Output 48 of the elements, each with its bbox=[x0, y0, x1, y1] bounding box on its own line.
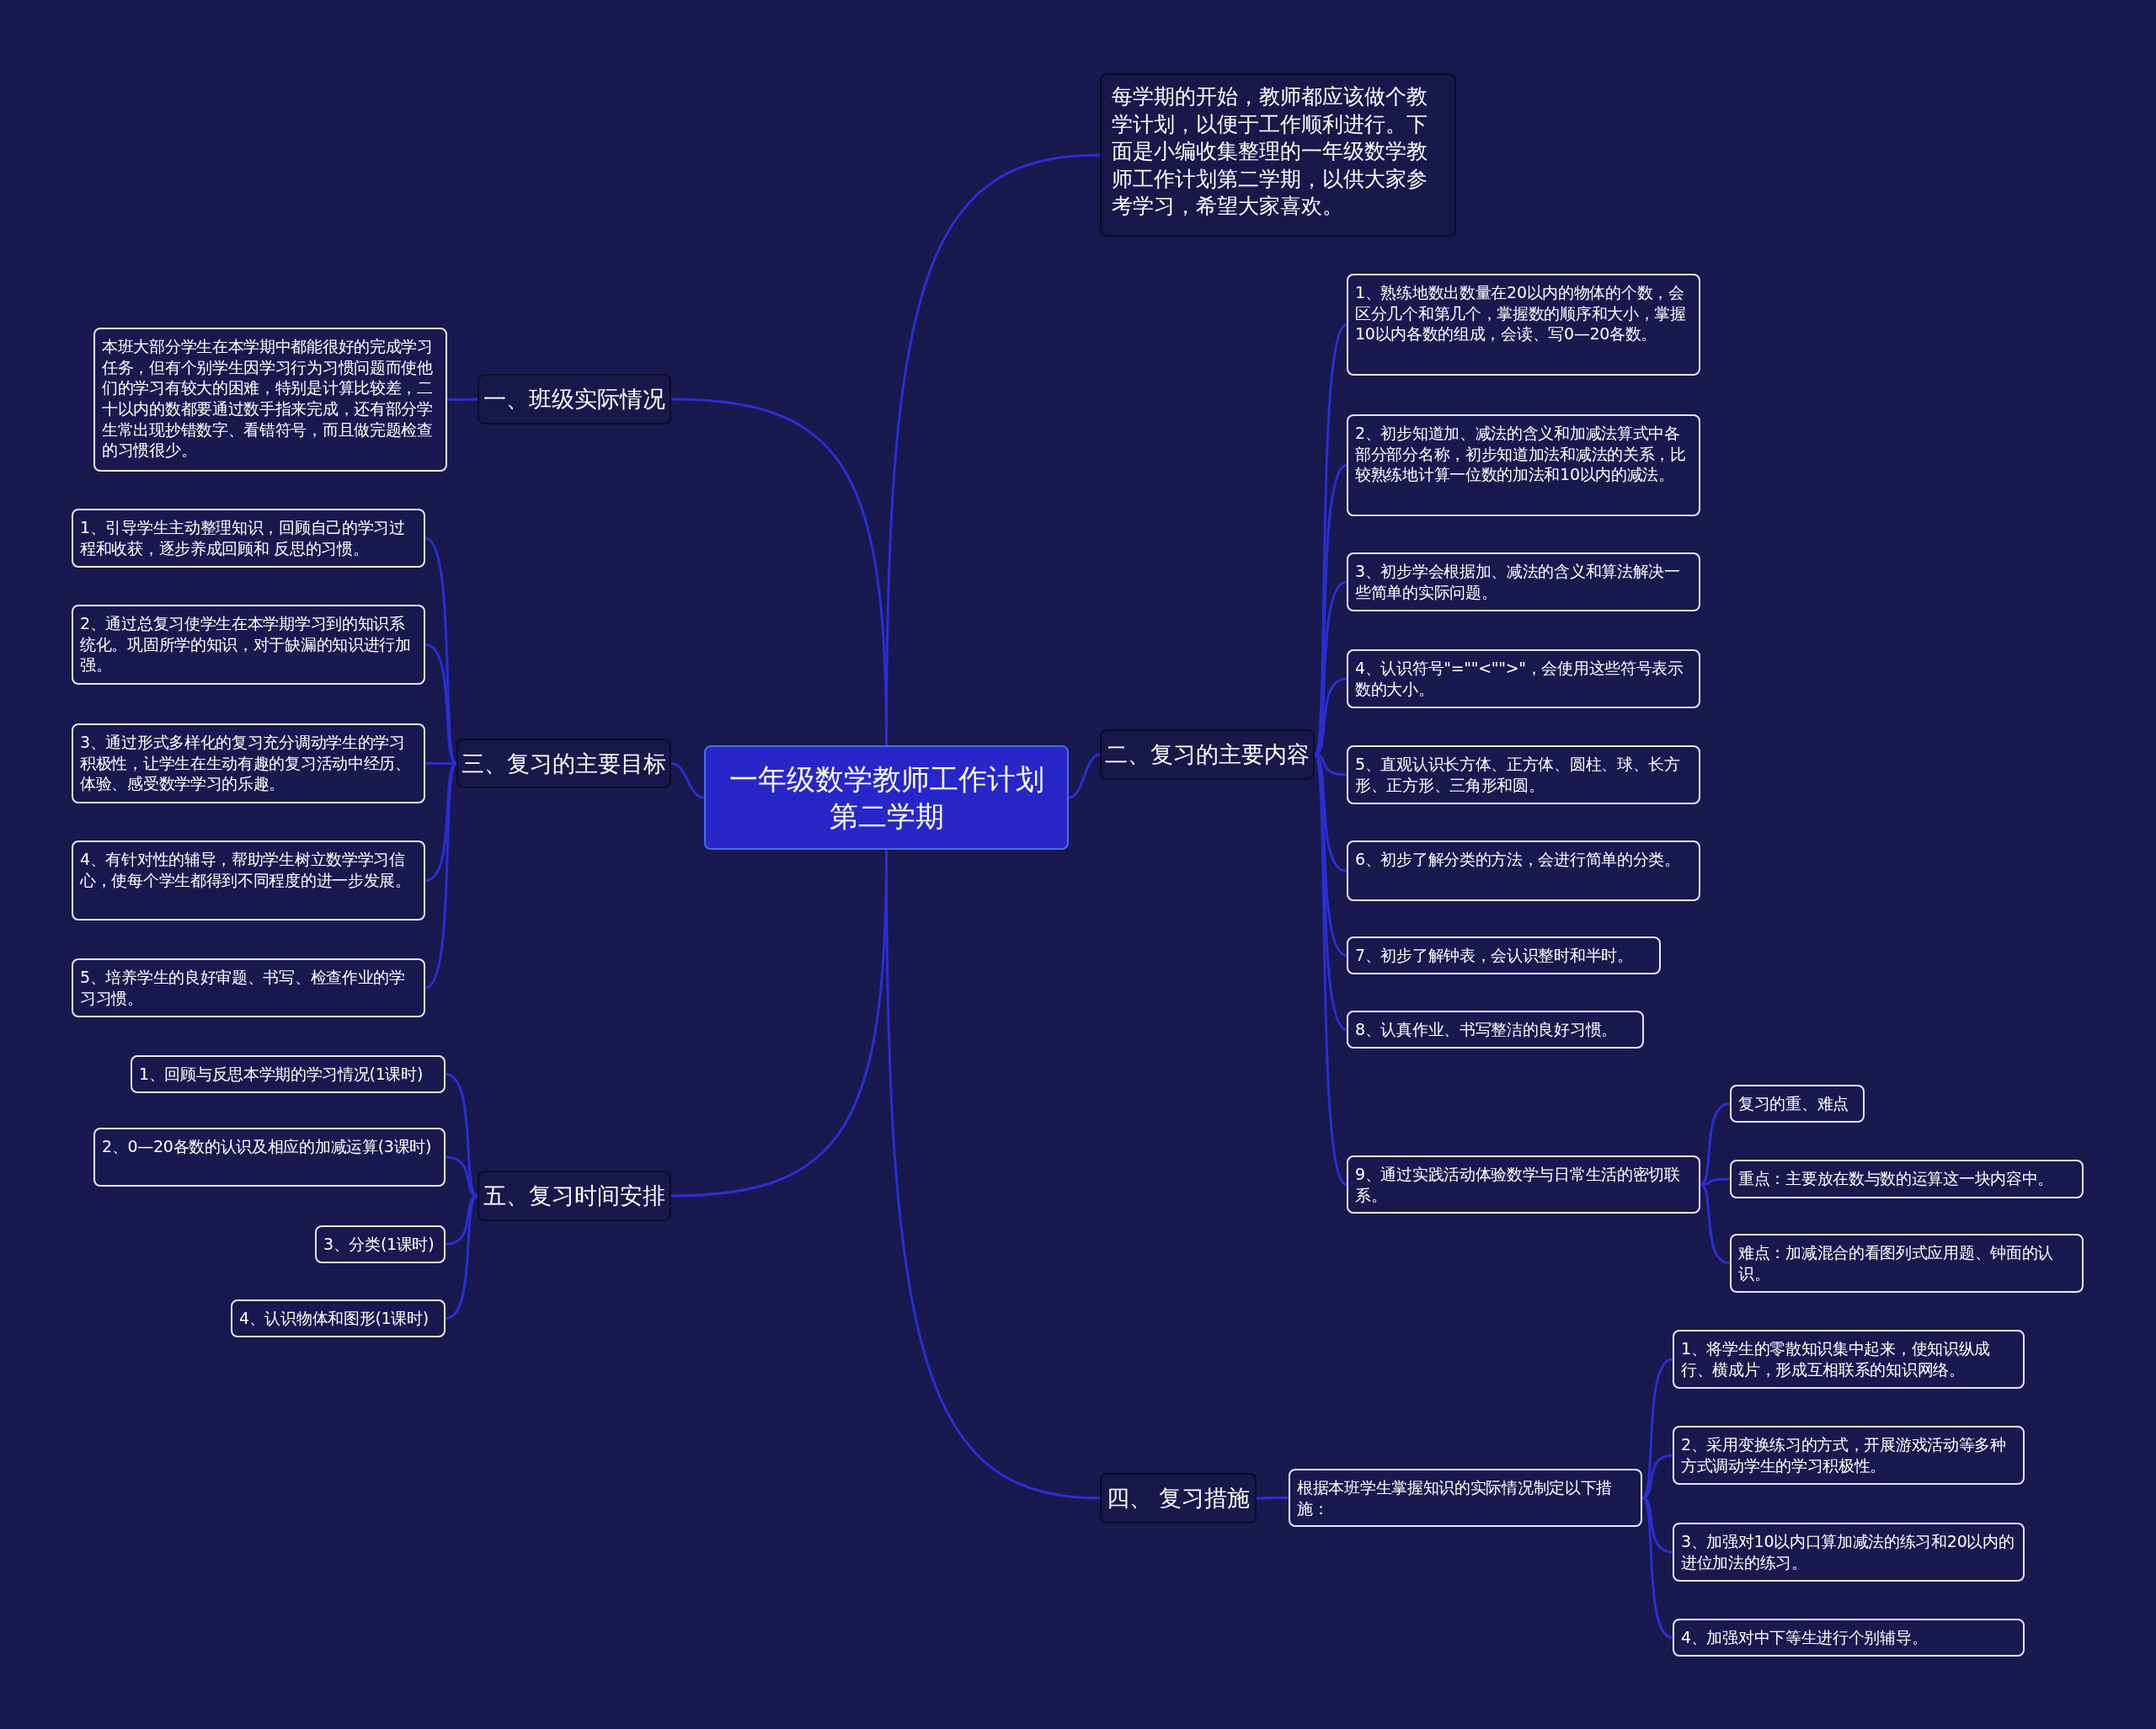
branch-topic-box: 二、复习的主要内容 bbox=[1100, 729, 1315, 780]
connector-line bbox=[1700, 1183, 1731, 1265]
topic-box: 本班大部分学生在本学期中都能很好的完成学习任务，但有个别学生因学习行为习惯问题而使他们的学习有较大的困难，特别是计算比较差，二十以内的数都要通过数手指来完成，还有部分学生常出现抄错数字、看错符号，而且做完题检查的习惯很少。 bbox=[93, 328, 447, 472]
topic-box: 5、培养学生的良好审题、书写、检查作业的学习习惯。 bbox=[72, 958, 425, 1017]
connector-line bbox=[1068, 753, 1101, 799]
topic-box: 7、初步了解钟表，会认识整时和半时。 bbox=[1347, 937, 1661, 974]
topic-box: 4、有针对性的辅导，帮助学生树立数学学习信心，使每个学生都得到不同程度的进一步发展。 bbox=[72, 840, 425, 921]
branch-topic-box: 一、班级实际情况 bbox=[478, 374, 671, 424]
branch-topic-box: 五、复习时间安排 bbox=[478, 1171, 671, 1221]
connector-line bbox=[1257, 1497, 1289, 1500]
topic-box: 重点：主要放在数与数的运算这一块内容中。 bbox=[1730, 1160, 2084, 1198]
topic-box: 1、回顾与反思本学期的学习情况(1课时) bbox=[131, 1055, 446, 1093]
connector-line bbox=[1641, 1358, 1673, 1499]
topic-box: 3、通过形式多样化的复习充分调动学生的学习积极性，让学生在生动有趣的复习活动中经历、体验、感受数学学习的乐趣。 bbox=[72, 723, 425, 803]
connector-line bbox=[1700, 1102, 1731, 1186]
topic-box: 2、初步知道加、减法的含义和加减法算式中各部分部分名称，初步知道加法和减法的关系，比较熟练地计算一位数的加法和10以内的减法。 bbox=[1347, 414, 1700, 516]
topic-box: 3、加强对10以内口算加减法的练习和20以内的进位加法的练习。 bbox=[1673, 1523, 2025, 1582]
topic-box: 2、0—20各数的认识及相应的加减运算(3课时) bbox=[93, 1128, 446, 1187]
connector-line bbox=[1641, 1497, 1673, 1639]
topic-box: 4、加强对中下等生进行个别辅导。 bbox=[1673, 1619, 2025, 1657]
connector-line bbox=[1314, 753, 1348, 873]
branch-topic-box: 四、 复习措施 bbox=[1100, 1473, 1257, 1524]
topic-box: 3、初步学会根据加、减法的含义和算法解决一些简单的实际问题。 bbox=[1347, 552, 1700, 611]
note-box: 每学期的开始，教师都应该做个教学计划，以便于工作顺利进行。下面是小编收集整理的一年级数学教师工作计划第二学期，以供大家参考学习，希望大家喜欢。 bbox=[1100, 73, 1456, 237]
connector-line bbox=[1313, 754, 1348, 1186]
topic-box: 2、采用变换练习的方式，开展游戏活动等多种方式调动学生的学习积极性。 bbox=[1673, 1426, 2025, 1485]
connector-line bbox=[1641, 1454, 1673, 1499]
topic-box: 1、熟练地数出数量在20以内的物体的个数，会区分几个和第几个，掌握数的顺序和大小，掌握10以内各数的组成，会读、写0—20各数。 bbox=[1347, 274, 1700, 376]
connector-line bbox=[424, 762, 458, 990]
topic-box: 6、初步了解分类的方法，会进行简单的分类。 bbox=[1347, 840, 1700, 901]
topic-box: 1、引导学生主动整理知识，回顾自己的学习过程和收获，逐步养成回顾和 反思的习惯。 bbox=[72, 509, 425, 568]
topic-box: 1、将学生的零散知识集中起来，使知识纵成行、横成片，形成互相联系的知识网络。 bbox=[1673, 1330, 2025, 1389]
branch-topic-box: 三、复习的主要目标 bbox=[456, 739, 671, 788]
topic-box: 5、直观认识长方体、正方体、圆柱、球、长方形、正方形、三角形和圆。 bbox=[1347, 745, 1700, 804]
topic-box: 4、认识符号"=""<"">"，会使用这些符号表示数的大小。 bbox=[1347, 649, 1700, 708]
central-topic-box: 一年级数学教师工作计划第二学期 bbox=[704, 745, 1069, 850]
connector-line bbox=[425, 762, 456, 765]
topic-box: 8、认真作业、书写整洁的良好习惯。 bbox=[1347, 1011, 1644, 1049]
connector-line bbox=[447, 398, 478, 401]
topic-box: 根据本班学生掌握知识的实际情况制定以下措施： bbox=[1289, 1469, 1642, 1528]
topic-box: 2、通过总复习使学生在本学期学习到的知识系统化。巩固所学的知识，对于缺漏的知识进行加强。 bbox=[72, 605, 425, 685]
topic-box: 4、认识物体和图形(1课时) bbox=[231, 1299, 446, 1337]
connector-line bbox=[670, 762, 705, 799]
topic-box: 9、通过实践活动体验数学与日常生活的密切联系。 bbox=[1347, 1155, 1700, 1214]
topic-box: 3、分类(1课时) bbox=[315, 1225, 446, 1263]
connector-line bbox=[445, 1194, 478, 1320]
topic-box: 复习的重、难点 bbox=[1730, 1085, 1865, 1123]
topic-box: 难点：加减混合的看图列式应用题、钟面的认识。 bbox=[1730, 1234, 2084, 1293]
